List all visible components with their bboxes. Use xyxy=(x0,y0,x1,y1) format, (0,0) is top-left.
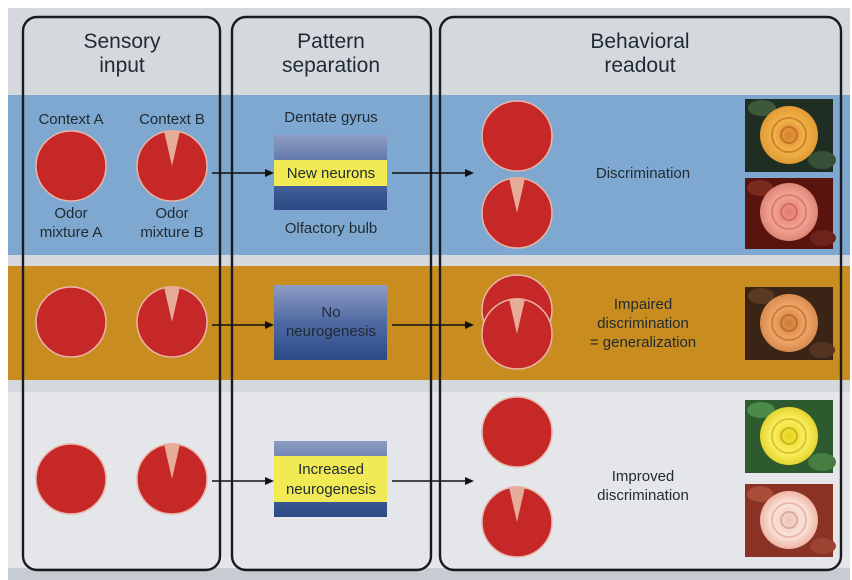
column-frame-sensory xyxy=(21,15,222,572)
rose-photo-3a xyxy=(745,400,836,473)
label-olfactory-bulb: Olfactory bulb xyxy=(285,220,378,237)
rose-photo-2 xyxy=(745,287,835,360)
column-frame-behavioral xyxy=(438,15,843,572)
output-circle-1a xyxy=(481,100,553,172)
odor-wedge-b-row2 xyxy=(164,286,180,322)
rose-photo-1b xyxy=(745,178,836,249)
readout-improved-line1: Improved xyxy=(612,468,675,485)
output-circle-3a xyxy=(481,396,553,468)
box-label-increased-line1: Increased xyxy=(298,461,364,478)
label-context-a: Context A xyxy=(38,111,103,128)
header-pattern-line2: separation xyxy=(282,54,380,77)
output-wedge-1b xyxy=(509,177,525,213)
box-no-neurogenesis xyxy=(274,285,387,360)
label-odor-a-line1: Odor xyxy=(54,205,87,222)
readout-improved-line2: discrimination xyxy=(597,487,689,504)
highlight-new-neurons xyxy=(274,160,387,186)
arrowhead-2-in xyxy=(265,321,274,329)
output-wedge-2b xyxy=(509,298,525,334)
arrowhead-3-out xyxy=(465,477,474,485)
header-behavioral-line1: Behavioral xyxy=(590,30,689,53)
header-behavioral-line2: readout xyxy=(604,54,675,77)
odor-circle-a xyxy=(35,130,107,202)
odor-wedge-b xyxy=(164,130,180,166)
readout-impaired-line1: Impaired xyxy=(614,296,672,313)
odor-circle-a-row3 xyxy=(35,443,107,515)
rose-photo-1a xyxy=(745,99,836,172)
column-frame-pattern xyxy=(230,15,433,572)
arrowhead-1-in xyxy=(265,169,274,177)
odor-wedge-b-row3 xyxy=(164,443,180,479)
box-label-no-line1: No xyxy=(321,304,340,321)
arrowhead-2-out xyxy=(465,321,474,329)
label-dentate-gyrus: Dentate gyrus xyxy=(284,109,377,126)
rose-photo-3b xyxy=(745,484,836,557)
label-odor-a-line2: mixture A xyxy=(40,224,103,241)
band-no-neurogenesis xyxy=(8,266,850,380)
box-label-no-line2: neurogenesis xyxy=(286,323,376,340)
band-normal-neurogenesis xyxy=(8,95,850,255)
header-pattern-line1: Pattern xyxy=(297,30,365,53)
highlight-increased-neurogenesis xyxy=(274,456,387,502)
output-wedge-3b xyxy=(509,486,525,522)
arrowhead-1-out xyxy=(465,169,474,177)
label-context-b: Context B xyxy=(139,111,205,128)
label-odor-b-line1: Odor xyxy=(155,205,188,222)
readout-impaired-line2: discrimination xyxy=(597,315,689,332)
readout-impaired-line3: = generalization xyxy=(590,334,696,351)
readout-discrimination: Discrimination xyxy=(596,165,690,182)
box-label-increased-line2: neurogenesis xyxy=(286,481,376,498)
label-odor-b-line2: mixture B xyxy=(140,224,203,241)
band-increased-neurogenesis xyxy=(8,392,850,568)
header-sensory-line1: Sensory xyxy=(83,30,161,53)
odor-circle-a-row2 xyxy=(35,286,107,358)
header-sensory-line2: input xyxy=(99,54,145,77)
arrowhead-3-in xyxy=(265,477,274,485)
box-label-new-neurons: New neurons xyxy=(287,165,375,182)
